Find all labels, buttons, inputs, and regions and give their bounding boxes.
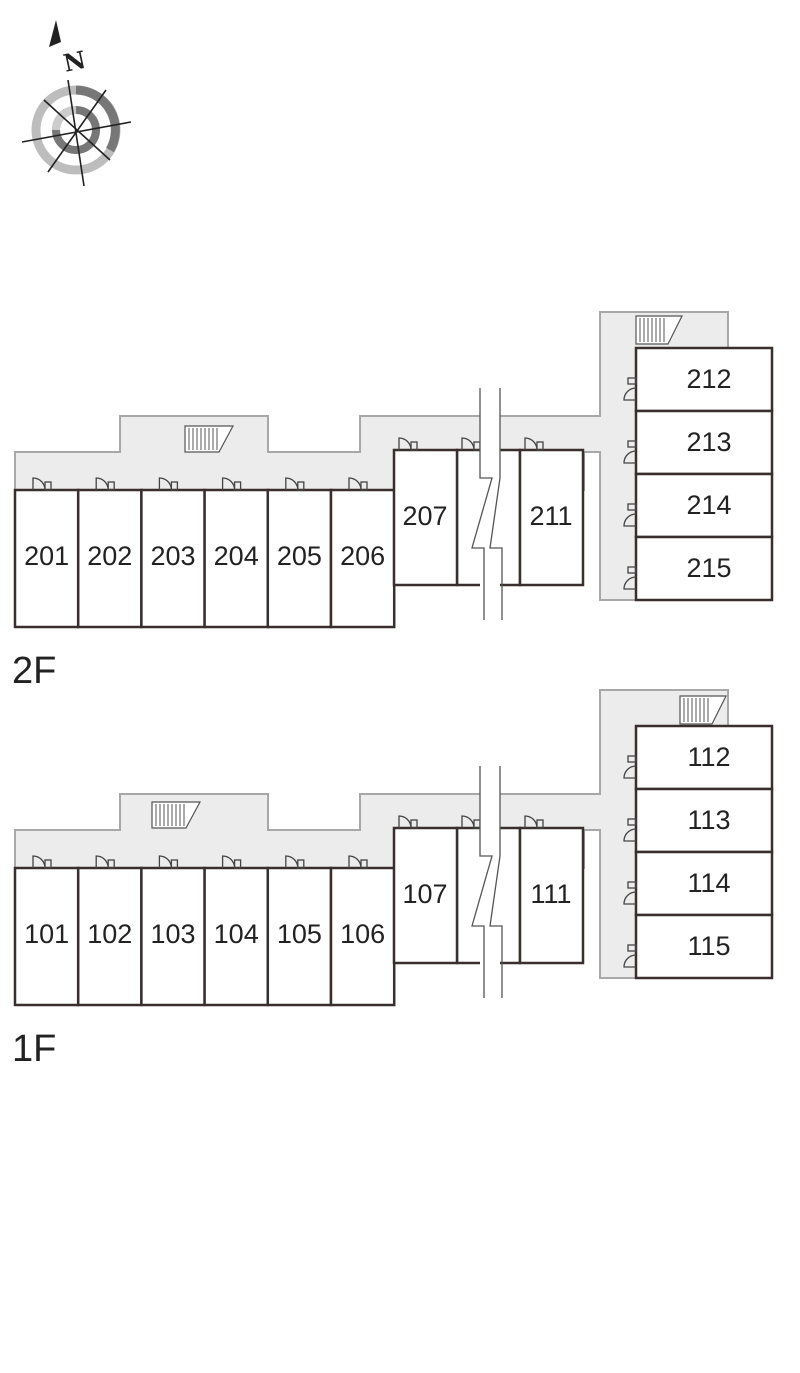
room-201[interactable]: 201: [13, 488, 80, 629]
room-number: 102: [87, 919, 132, 949]
room-number: 205: [277, 541, 322, 571]
room-102[interactable]: 102: [76, 866, 143, 1007]
door-icon: [627, 440, 637, 448]
door-icon: [623, 891, 637, 905]
floor-label: 1F: [12, 1028, 56, 1070]
room-number: 203: [150, 541, 195, 571]
room-212[interactable]: 212: [634, 346, 774, 413]
room-number: 211: [529, 501, 572, 531]
room-203[interactable]: 203: [140, 488, 206, 629]
compass-north-label: N: [61, 45, 88, 78]
room-105[interactable]: 105: [266, 866, 333, 1007]
door-icon: [410, 819, 418, 829]
room-number: 113: [687, 805, 730, 835]
door-icon: [623, 513, 637, 527]
room-number: 213: [686, 427, 731, 457]
room-number: 111: [530, 879, 571, 909]
room-number: 105: [277, 919, 322, 949]
door-icon: [107, 859, 115, 869]
door-icon: [627, 881, 637, 889]
room-number: 204: [214, 541, 259, 571]
stairs-icon: [151, 801, 202, 829]
door-icon: [360, 859, 368, 869]
room-number: 104: [214, 919, 259, 949]
room-202[interactable]: 202: [76, 488, 143, 629]
door-icon: [297, 481, 305, 491]
door-icon: [623, 954, 637, 968]
room-number: 114: [687, 868, 730, 898]
door-icon: [623, 450, 637, 464]
corridor: [14, 689, 729, 979]
room-111[interactable]: 111: [518, 826, 585, 965]
room-107[interactable]: 107: [392, 826, 459, 965]
door-icon: [627, 944, 637, 952]
room-number: 115: [687, 931, 730, 961]
door-icon: [623, 576, 637, 590]
room-number: 112: [687, 742, 730, 772]
stairs-icon: [635, 315, 683, 345]
room-114[interactable]: 114: [634, 850, 774, 917]
room-number: 206: [340, 541, 385, 571]
room-112[interactable]: 112: [634, 724, 774, 791]
door-icon: [627, 503, 637, 511]
room-205[interactable]: 205: [266, 488, 333, 629]
door-icon: [44, 859, 52, 869]
room-207[interactable]: 207: [392, 448, 459, 587]
room-106[interactable]: 106: [329, 866, 396, 1007]
room-113[interactable]: 113: [634, 787, 774, 854]
door-icon: [623, 387, 637, 401]
door-icon: [627, 818, 637, 826]
door-icon: [233, 481, 242, 491]
door-icon: [170, 481, 179, 491]
room-103[interactable]: 103: [140, 866, 206, 1007]
room-115[interactable]: 115: [634, 913, 774, 980]
room-204[interactable]: 204: [203, 488, 270, 629]
door-icon: [627, 755, 637, 763]
room-number: 103: [150, 919, 195, 949]
door-icon: [233, 859, 242, 869]
room-104[interactable]: 104: [203, 866, 270, 1007]
floor-2f: 201 202 203 204 205 206 207 211 212 213 214 215 2F: [12, 311, 774, 692]
stairs-icon: [184, 425, 235, 453]
break-line-icon: [471, 766, 503, 998]
door-icon: [107, 481, 115, 491]
room-213[interactable]: 213: [634, 409, 774, 476]
room-number: 215: [686, 553, 731, 583]
room-number: 106: [340, 919, 385, 949]
corridor: [14, 311, 729, 601]
room-206[interactable]: 206: [329, 488, 396, 629]
door-icon: [623, 828, 637, 842]
door-icon: [410, 441, 418, 451]
door-icon: [627, 377, 637, 385]
door-icon: [536, 441, 544, 451]
room-number: 201: [24, 541, 69, 571]
compass-icon: N: [21, 20, 132, 187]
stairs-icon: [679, 695, 727, 725]
room-number: 207: [402, 501, 447, 531]
north-arrow-icon: [49, 20, 61, 47]
door-icon: [627, 566, 637, 574]
room-211[interactable]: 211: [518, 448, 585, 587]
room-number: 202: [87, 541, 132, 571]
room-214[interactable]: 214: [634, 472, 774, 539]
door-icon: [360, 481, 368, 491]
break-line-icon: [471, 388, 503, 620]
room-215[interactable]: 215: [634, 535, 774, 602]
room-number: 101: [24, 919, 69, 949]
room-number: 214: [686, 490, 731, 520]
door-icon: [170, 859, 179, 869]
floor-1f: 101 102 103 104 105 106 107 111 112 113 114 115 1F: [12, 689, 774, 1070]
door-icon: [297, 859, 305, 869]
door-icon: [623, 765, 637, 779]
room-number: 212: [686, 364, 731, 394]
room-101[interactable]: 101: [13, 866, 80, 1007]
door-icon: [44, 481, 52, 491]
room-number: 107: [402, 879, 447, 909]
floor-label: 2F: [12, 650, 56, 692]
door-icon: [536, 819, 544, 829]
